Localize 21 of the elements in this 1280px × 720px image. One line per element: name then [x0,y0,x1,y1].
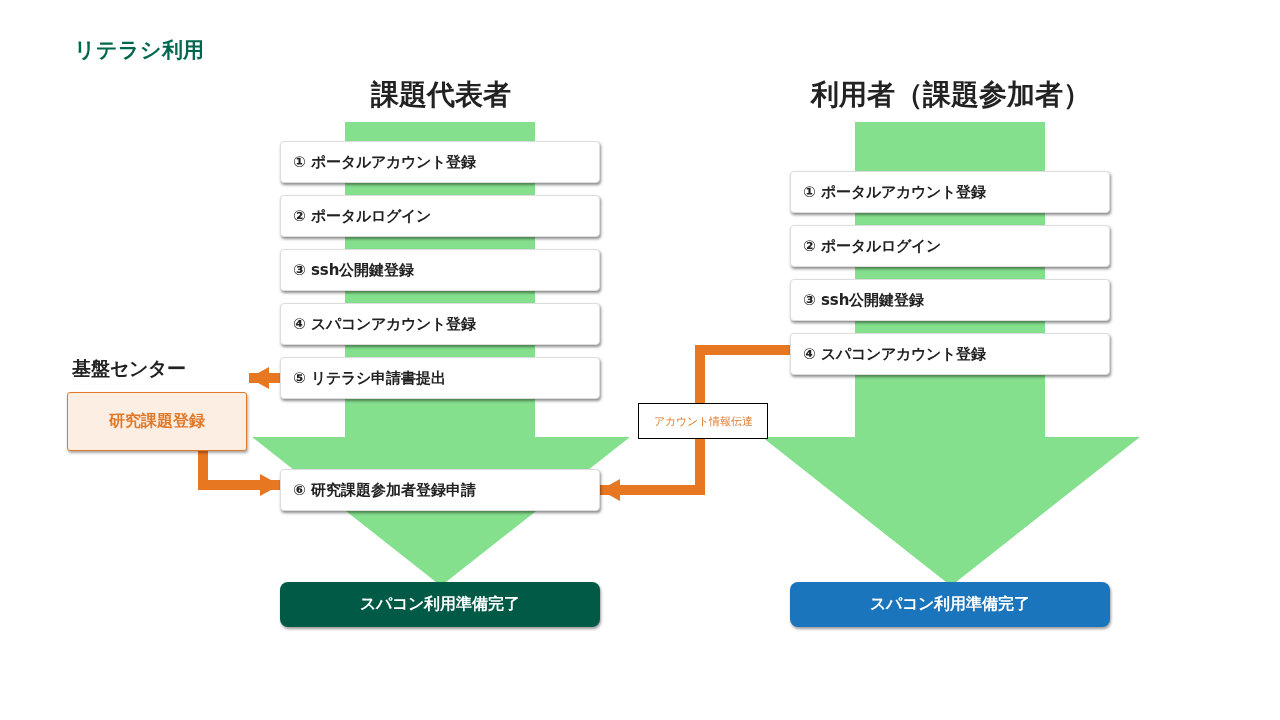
column-heading: 課題代表者 [370,77,512,113]
step-box: ① ポータルアカウント登録 [790,171,1110,213]
step-box: ⑤ リテラシ申請書提出 [280,357,600,399]
step-box: ④ スパコンアカウント登録 [280,303,600,345]
title: リテラシ利用 [74,37,204,64]
arrow [198,451,280,496]
step-box: ③ ssh公開鍵登録 [280,249,600,291]
edge-label: アカウント情報伝達 [638,403,768,439]
step-box: ① ポータルアカウント登録 [280,141,600,183]
arrow [249,367,280,389]
result-box: スパコン利用準備完了 [790,582,1110,627]
step-box: ③ ssh公開鍵登録 [790,279,1110,321]
step-box: ⑥ 研究課題参加者登録申請 [280,469,600,511]
section-heading: 基盤センター [72,356,186,381]
process-box: 研究課題登録 [67,392,247,451]
step-box: ② ポータルログイン [790,225,1110,267]
result-box: スパコン利用準備完了 [280,582,600,627]
step-box: ④ スパコンアカウント登録 [790,333,1110,375]
column-heading: 利用者（課題参加者） [809,77,1092,113]
step-box: ② ポータルログイン [280,195,600,237]
arrow [600,345,790,501]
